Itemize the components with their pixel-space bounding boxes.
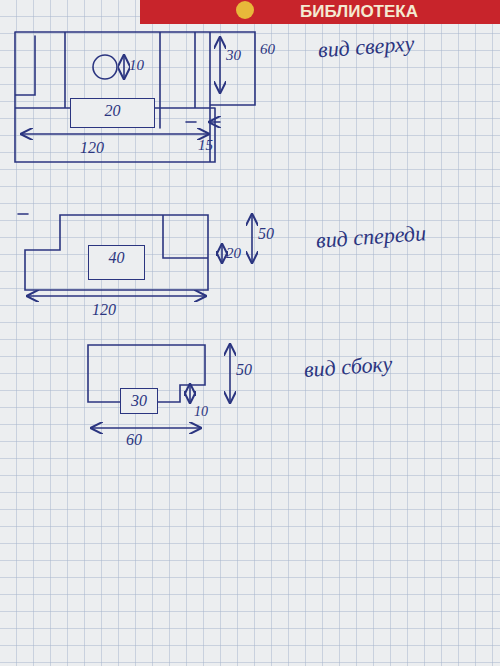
dimension-box: 30: [120, 388, 158, 414]
side-view: [88, 345, 230, 428]
dimension: 50: [258, 226, 274, 242]
dimension-value: 40: [109, 246, 125, 266]
dimension: 20: [226, 246, 241, 261]
top-view: [15, 32, 255, 162]
front-view: [18, 214, 252, 296]
dimension-box: 40: [88, 245, 145, 280]
dimension: 10: [194, 405, 208, 419]
dimension: 10: [129, 58, 144, 73]
view-title: вид сбоку: [303, 353, 393, 381]
dimension: 60: [260, 42, 275, 57]
dimension: 15: [198, 138, 213, 153]
dimension: 30: [226, 48, 241, 63]
book-title: БИБЛИОТЕКА: [300, 3, 418, 20]
dimension-value: 20: [105, 99, 121, 119]
dimension: 120: [92, 302, 116, 318]
dimension: 50: [236, 362, 252, 378]
dimension: 60: [126, 432, 142, 448]
dimension-value: 30: [131, 389, 147, 409]
dimension-box: 20: [70, 98, 155, 128]
book-cover: [140, 0, 500, 24]
dimension: 120: [80, 140, 104, 156]
